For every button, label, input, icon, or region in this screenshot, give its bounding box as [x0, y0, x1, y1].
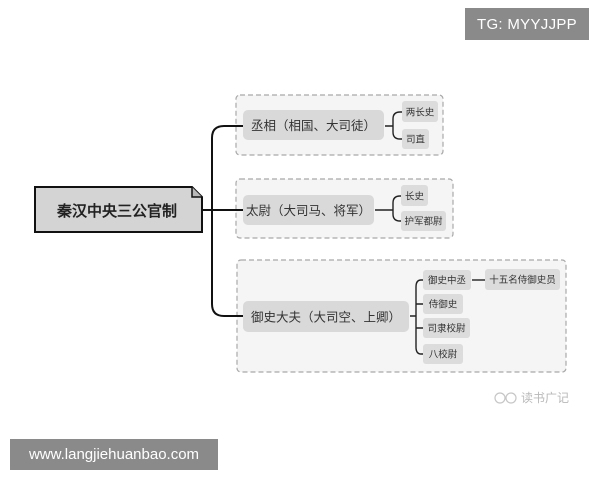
leaf-node-attendant-censor [423, 294, 463, 314]
leaf-node-rectifier [402, 129, 429, 149]
branch-node-censor [243, 301, 409, 332]
leaf-node-eight-colonels [423, 344, 463, 364]
leaf-label-vice-censor: 御史中丞 [428, 275, 466, 287]
leaf-node-two-chief-clerks [402, 101, 438, 122]
source-logo-watermark: 读书广记 [494, 391, 569, 405]
root-connector-trunk [200, 125, 244, 317]
branch-label-commandant: 太尉（大司马、将军） [246, 203, 371, 218]
leaf-node-vice-censor [423, 270, 471, 290]
subleaf-node-fifteen-attendant-censors [485, 269, 560, 290]
leaf-node-chief-clerk [401, 185, 428, 206]
branch-3-connector [410, 279, 424, 355]
leaf-label-two-chief-clerks: 两长史 [406, 107, 435, 119]
url-watermark: www.langjiehuanbao.com [10, 439, 218, 470]
leaf-node-army-inspector [401, 211, 446, 231]
branch-label-chancellor: 丞相（相国、大司徒） [251, 118, 376, 133]
leaf-label-eight-colonels: 八校尉 [429, 349, 458, 361]
subleaf-label-fifteen-attendant-censors: 十五名侍御史员 [489, 274, 556, 286]
logo-icon [494, 392, 506, 404]
leaf-label-colonel-director: 司隶校尉 [427, 323, 466, 335]
leaf-label-army-inspector: 护军都尉 [404, 216, 443, 228]
leaf-node-colonel-director [423, 318, 470, 338]
root-node: 秦汉中央三公官制 [34, 186, 203, 233]
branch-2-connector [375, 195, 402, 222]
source-logo-text: 读书广记 [521, 391, 569, 405]
root-label: 秦汉中央三公官制 [56, 202, 177, 220]
branch-label-censor: 御史大夫（大司空、上卿） [251, 310, 401, 325]
leaf-label-rectifier: 司直 [406, 134, 426, 146]
branch-node-commandant [243, 195, 374, 225]
branch-node-chancellor [243, 110, 384, 140]
leaf-label-attendant-censor: 侍御史 [429, 299, 458, 311]
leaf-label-chief-clerk: 长史 [405, 191, 425, 203]
branch-1-connector [385, 111, 403, 140]
tg-watermark: TG: MYYJJPP [465, 8, 589, 40]
